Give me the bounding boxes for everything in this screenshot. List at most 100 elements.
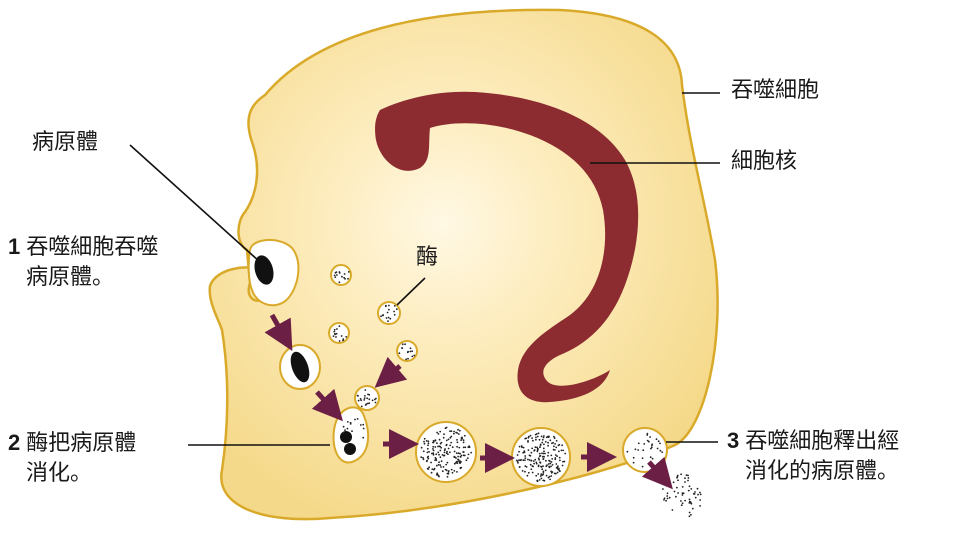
enzyme-dot bbox=[357, 395, 359, 397]
enzyme-dot bbox=[541, 442, 543, 444]
enzyme-dot bbox=[446, 444, 448, 446]
enzyme-dot bbox=[427, 440, 429, 442]
enzyme-dot bbox=[659, 443, 661, 445]
enzyme-dot bbox=[427, 448, 429, 450]
enzyme-dot bbox=[556, 440, 558, 442]
enzyme-dot bbox=[447, 476, 449, 478]
enzyme-dot bbox=[439, 464, 441, 466]
enzyme-dot bbox=[446, 440, 448, 442]
enzyme-dot bbox=[360, 399, 362, 401]
enzyme-dot bbox=[682, 502, 684, 504]
enzyme-dot bbox=[463, 439, 465, 441]
enzyme-dot bbox=[516, 460, 518, 462]
enzyme-dot bbox=[344, 429, 346, 431]
enzyme-dot bbox=[423, 441, 425, 443]
enzyme-dot bbox=[382, 314, 384, 316]
enzyme-dot bbox=[547, 455, 549, 457]
enzyme-dot bbox=[561, 444, 563, 446]
enzyme-dot bbox=[388, 317, 390, 319]
enzyme-dot bbox=[464, 435, 466, 437]
enzyme-dot bbox=[454, 451, 456, 453]
enzyme-dot bbox=[538, 466, 540, 468]
enzyme-dot bbox=[427, 452, 429, 454]
enzyme-dot bbox=[693, 493, 695, 495]
enzyme-dot bbox=[410, 347, 412, 349]
enzyme-dot bbox=[555, 463, 557, 465]
enzyme-dot bbox=[553, 449, 555, 451]
enzyme-dot bbox=[343, 432, 345, 434]
enzyme-dot bbox=[554, 437, 556, 439]
enzyme-dot bbox=[546, 436, 548, 438]
enzyme-dot bbox=[518, 459, 520, 461]
enzyme-dot bbox=[684, 481, 686, 483]
enzyme-dot bbox=[424, 443, 426, 445]
enzyme-dot bbox=[545, 441, 547, 443]
pathogen-fragment bbox=[344, 443, 356, 455]
enzyme-dot bbox=[456, 471, 458, 473]
enzyme-dot bbox=[422, 457, 424, 459]
enzyme-dot bbox=[452, 446, 454, 448]
enzyme-dot bbox=[538, 457, 540, 459]
enzyme-dot bbox=[642, 449, 644, 451]
enzyme-dot bbox=[521, 445, 523, 447]
enzyme-dot bbox=[433, 440, 435, 442]
enzyme-dot bbox=[562, 450, 564, 452]
step-2-line2: 消化。 bbox=[8, 459, 136, 489]
enzyme-dot bbox=[463, 447, 465, 449]
enzyme-dot bbox=[448, 439, 450, 441]
enzyme-dot bbox=[687, 480, 689, 482]
step-1-number: 1 bbox=[8, 234, 20, 259]
enzyme-dot bbox=[450, 442, 452, 444]
enzyme-dot bbox=[339, 271, 341, 273]
enzyme-dot bbox=[462, 451, 464, 453]
enzyme-dot bbox=[530, 464, 532, 466]
enzyme-dot bbox=[350, 423, 352, 425]
enzyme-dot bbox=[409, 351, 411, 353]
enzyme-dot bbox=[697, 488, 699, 490]
enzyme-dot bbox=[438, 464, 440, 466]
digesting-vesicle bbox=[416, 422, 476, 482]
enzyme-dot bbox=[543, 443, 545, 445]
enzyme-dot bbox=[441, 442, 443, 444]
enzyme-dot bbox=[438, 445, 440, 447]
enzyme-dot bbox=[531, 465, 533, 467]
enzyme-dot bbox=[435, 453, 437, 455]
label-pathogen: 病原體 bbox=[32, 128, 98, 158]
enzyme-dot bbox=[367, 394, 369, 396]
enzyme-dot bbox=[434, 439, 436, 441]
enzyme-dot bbox=[445, 427, 447, 429]
enzyme-dot bbox=[557, 467, 559, 469]
enzyme-dot bbox=[652, 458, 654, 460]
enzyme-dot bbox=[668, 482, 670, 484]
enzyme-dot bbox=[540, 445, 542, 447]
enzyme-dot bbox=[439, 450, 441, 452]
enzyme-dot bbox=[684, 477, 686, 479]
enzyme-dot bbox=[394, 314, 396, 316]
enzyme-dot bbox=[453, 431, 455, 433]
enzyme-dot bbox=[551, 458, 553, 460]
enzyme-dot bbox=[548, 466, 550, 468]
enzyme-dot bbox=[533, 450, 535, 452]
enzyme-dot bbox=[553, 445, 555, 447]
enzyme-dot bbox=[536, 433, 538, 435]
enzyme-dot bbox=[677, 479, 679, 481]
enzyme-dot bbox=[402, 343, 404, 345]
enzyme-dot bbox=[347, 428, 349, 430]
enzyme-dot bbox=[387, 320, 389, 322]
enzyme-dot bbox=[344, 278, 346, 280]
enzyme-dot bbox=[411, 350, 413, 352]
enzyme-dot bbox=[454, 456, 456, 458]
enzyme-dot bbox=[635, 448, 637, 450]
enzyme-dot bbox=[537, 436, 539, 438]
enzyme-dot bbox=[334, 329, 336, 331]
enzyme-dot bbox=[549, 439, 551, 441]
enzyme-dot bbox=[433, 469, 435, 471]
enzyme-dot bbox=[545, 470, 547, 472]
enzyme-dot bbox=[428, 442, 430, 444]
enzyme-dot bbox=[542, 480, 544, 482]
enzyme-dot bbox=[643, 443, 645, 445]
enzyme-dot bbox=[541, 452, 543, 454]
enzyme-dot bbox=[456, 446, 458, 448]
enzyme-dot bbox=[549, 476, 551, 478]
enzyme-dot bbox=[531, 448, 533, 450]
